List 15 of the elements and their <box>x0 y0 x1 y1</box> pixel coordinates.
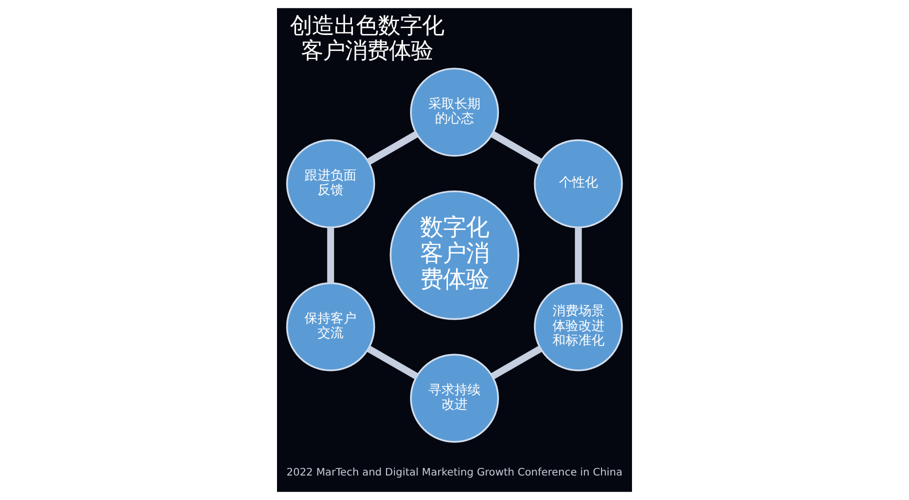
connector <box>490 346 542 380</box>
diagram-title: 创造出色数字化客户消费体验 <box>290 12 444 64</box>
connector <box>366 346 418 380</box>
connector <box>366 131 418 165</box>
connector <box>574 227 582 284</box>
node-circle: 采取长期的心态 <box>410 68 499 157</box>
node-circle: 跟进负面反馈 <box>286 139 376 228</box>
node-circle: 寻求持续改进 <box>410 354 499 443</box>
connector <box>490 131 542 165</box>
connector <box>327 227 334 284</box>
node-circle: 保持客户交流 <box>286 282 376 372</box>
node-circle: 消费场景体验改进和标准化 <box>534 282 623 372</box>
node-circle: 个性化 <box>534 139 623 228</box>
label: 2022 MarTech and Digital Marketing Growth Conference in China <box>286 466 622 479</box>
node-circle: 数字化客户消费体验 <box>390 190 520 320</box>
